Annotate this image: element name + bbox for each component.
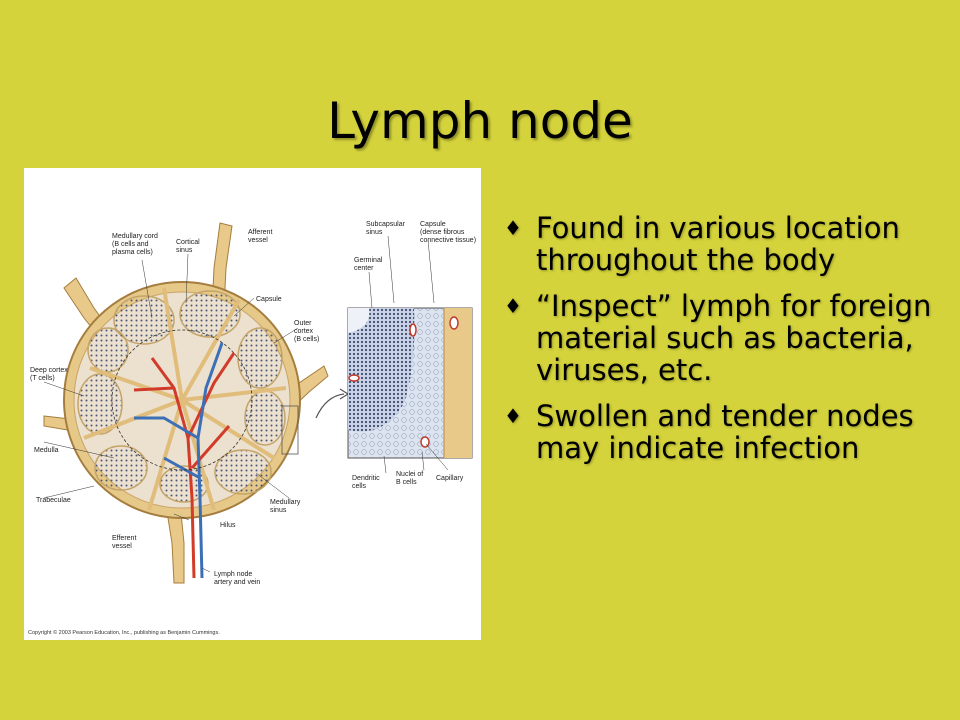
bullet-item: ♦ Found in various location throughout th… [502, 212, 942, 276]
svg-text:Deep cortex(T cells): Deep cortex(T cells) [30, 367, 68, 382]
label-medulla: Medulla [34, 447, 59, 454]
label-outer-cortex: Outer [294, 320, 312, 327]
label-subcapsular-sinus: Subcapsular [366, 221, 406, 228]
label-deep-cortex: Deep cortex [30, 367, 68, 374]
label-capillary: Capillary [436, 475, 464, 482]
diamond-bullet-icon: ♦ [504, 294, 522, 318]
leader-lines [43, 235, 449, 573]
label-trabeculae: Trabeculae [36, 497, 71, 504]
bullet-text: Found in various location throughout the… [536, 211, 900, 277]
label-germinal-center: Germinal [354, 257, 383, 264]
label-efferent-vessel: Efferent [112, 535, 136, 542]
inset-magnified-section [347, 307, 473, 459]
label-medullary-sinus: Medullary [270, 499, 301, 506]
label-dendritic-cells: Dendritic [352, 475, 380, 482]
label-cortical-sinus: Cortical [176, 239, 200, 246]
svg-text:Nuclei ofB cells: Nuclei ofB cells [396, 471, 423, 486]
label-capsule: Capsule [256, 296, 282, 303]
slide-title: Lymph node [327, 92, 633, 150]
bullet-item: ♦ “Inspect” lymph for foreign material su… [502, 290, 942, 386]
zoom-arrow [315, 393, 345, 419]
label-nuclei-b-cells: Nuclei of [396, 471, 423, 478]
bullet-text: “Inspect” lymph for foreign material suc… [536, 289, 932, 387]
zoom-box [281, 405, 299, 455]
label-lymph-node-artery-vein: Lymph node [214, 571, 252, 578]
figure-copyright: Copyright © 2003 Pearson Education, Inc.… [28, 629, 220, 636]
label-capsule-dense: Capsule [420, 221, 446, 228]
bullet-text: Swollen and tender nodes may indicate in… [536, 399, 914, 465]
label-hilus: Hilus [220, 522, 236, 529]
diamond-bullet-icon: ♦ [504, 404, 522, 428]
bullet-list: ♦ Found in various location throughout th… [502, 212, 942, 478]
label-afferent-vessel: Afferent [248, 229, 272, 236]
label-medullary-cord: Medullary cord [112, 233, 158, 240]
diamond-bullet-icon: ♦ [504, 216, 522, 240]
bullet-item: ♦ Swollen and tender nodes may indicate i… [502, 400, 942, 464]
lymph-node-body [63, 281, 301, 579]
